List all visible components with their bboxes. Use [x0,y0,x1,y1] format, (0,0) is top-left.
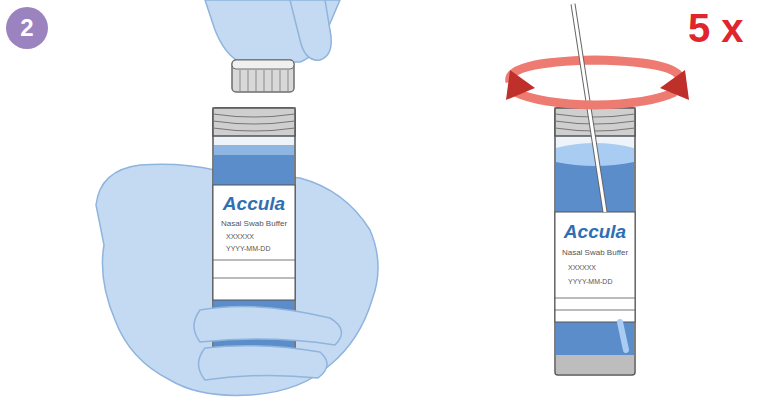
glove-hand [205,0,340,62]
vial-cap [232,60,294,92]
vial-label-text: XXXXXX [226,233,254,240]
glove-finger [194,306,341,345]
glove-finger [290,0,331,60]
vial-label-text: YYYY-MM-DD [568,278,612,285]
vial-label-text: YYYY-MM-DD [226,245,270,252]
glove-finger [199,346,328,380]
swab [573,4,626,350]
repeat-count: 5 x [688,8,744,48]
rotation-arrow [510,60,681,82]
rotation-arrow [515,92,675,105]
glove-hand [96,164,378,395]
vial-label-text: XXXXXX [568,264,596,271]
vial-label-text: Nasal Swab Buffer [562,249,628,257]
step-badge: 2 [5,6,49,50]
vial-label-text: Accula [223,194,285,213]
vial-label-text: Accula [564,222,626,241]
arrow-head [660,70,689,100]
badge-circle [6,7,48,49]
vial-label-text: Nasal Swab Buffer [221,220,287,228]
step-number: 2 [20,16,33,40]
arrow-head [506,70,535,100]
